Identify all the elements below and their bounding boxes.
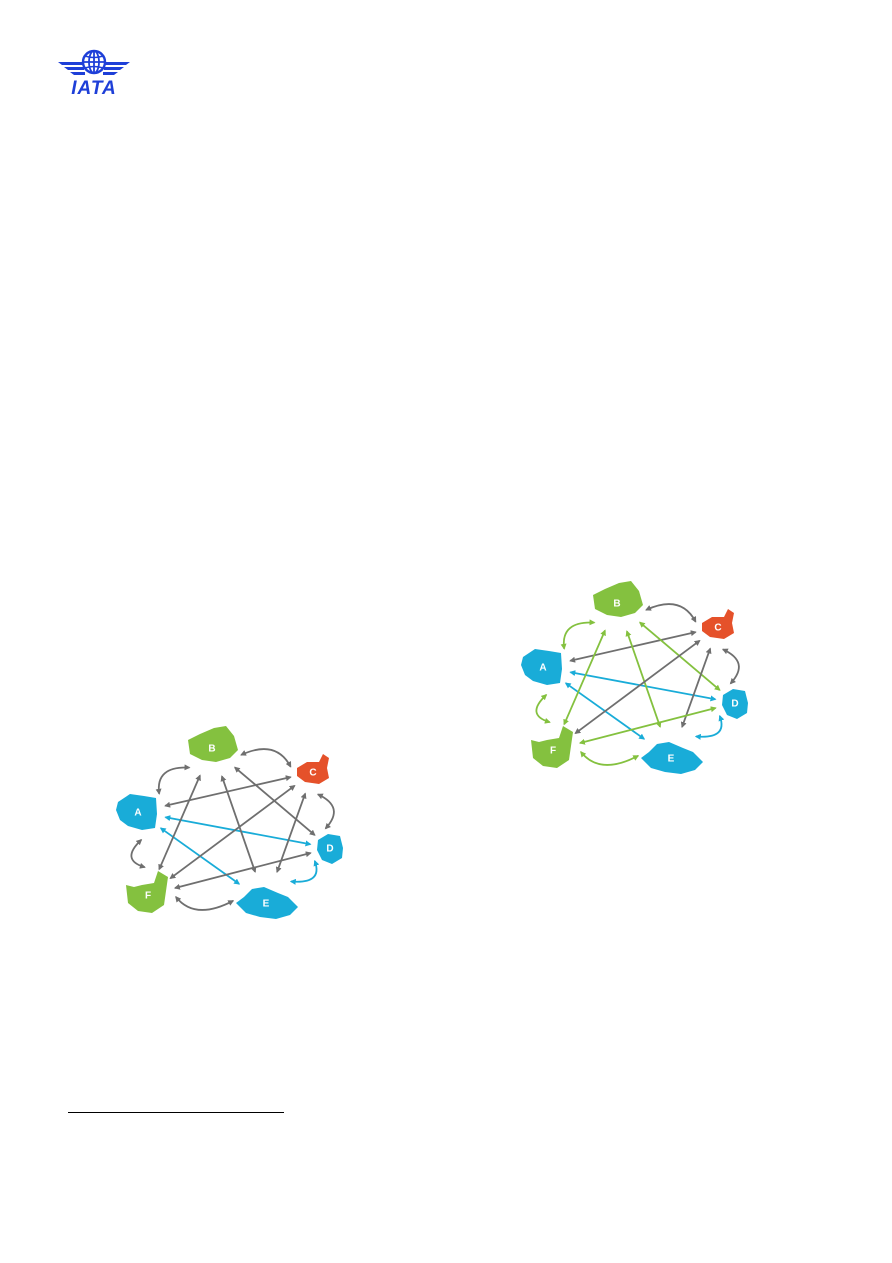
iata-logo: IATA (56, 48, 132, 100)
region-e-label: E (263, 899, 270, 910)
links-group (130, 748, 335, 911)
region-d-label: D (731, 699, 738, 710)
link-b-e (220, 775, 257, 873)
region-e: E (641, 742, 703, 774)
region-c: C (702, 609, 734, 639)
link-d-e (694, 714, 725, 740)
region-c-label: C (714, 623, 721, 634)
region-a: A (521, 649, 562, 685)
region-f-label: F (550, 746, 556, 757)
network-diagram-svg: A B C D E F (116, 726, 343, 919)
link-b-c (240, 748, 292, 768)
region-b: B (593, 581, 643, 617)
region-c-label: C (309, 768, 316, 779)
region-e-shape (641, 742, 703, 774)
region-b-label: B (208, 744, 215, 755)
link-c-d (721, 648, 740, 685)
link-c-d (316, 793, 335, 830)
link-f-a (130, 838, 146, 869)
region-e-shape (236, 887, 298, 919)
region-d-label: D (326, 844, 333, 855)
link-f-a (535, 693, 551, 724)
footnote-separator (68, 1112, 284, 1113)
link-a-b (560, 619, 596, 650)
link-b-c (645, 603, 697, 623)
link-d-f (173, 851, 312, 890)
network-diagram-point-to-point: A B C D E F (100, 720, 370, 935)
region-b-shape (188, 726, 238, 762)
link-d-f (578, 706, 717, 745)
region-d-shape (317, 834, 343, 864)
region-b: B (188, 726, 238, 762)
region-f: F (126, 871, 168, 913)
globe-wings-icon (58, 49, 130, 75)
region-c-shape (297, 754, 329, 784)
region-f-shape (531, 726, 573, 768)
region-c: C (297, 754, 329, 784)
link-b-e (625, 630, 662, 728)
region-a-shape (521, 649, 562, 685)
region-b-shape (593, 581, 643, 617)
region-d: D (722, 689, 748, 719)
logo-text: IATA (71, 78, 117, 99)
network-diagram-alliance: A B C D E F (505, 575, 775, 790)
region-a: A (116, 794, 157, 830)
link-d-e (289, 859, 320, 885)
region-e-label: E (668, 754, 675, 765)
region-d: D (317, 834, 343, 864)
region-a-label: A (539, 663, 546, 674)
link-e-f (175, 895, 235, 911)
region-f-shape (126, 871, 168, 913)
region-a-shape (116, 794, 157, 830)
region-b-label: B (613, 599, 620, 610)
region-d-shape (722, 689, 748, 719)
links-group (535, 603, 740, 766)
region-f-label: F (145, 891, 151, 902)
link-a-b (155, 764, 191, 795)
network-diagram-svg: A B C D E F (521, 581, 748, 774)
region-c-shape (702, 609, 734, 639)
region-e: E (236, 887, 298, 919)
link-e-f (580, 750, 640, 766)
region-f: F (531, 726, 573, 768)
region-a-label: A (134, 808, 141, 819)
